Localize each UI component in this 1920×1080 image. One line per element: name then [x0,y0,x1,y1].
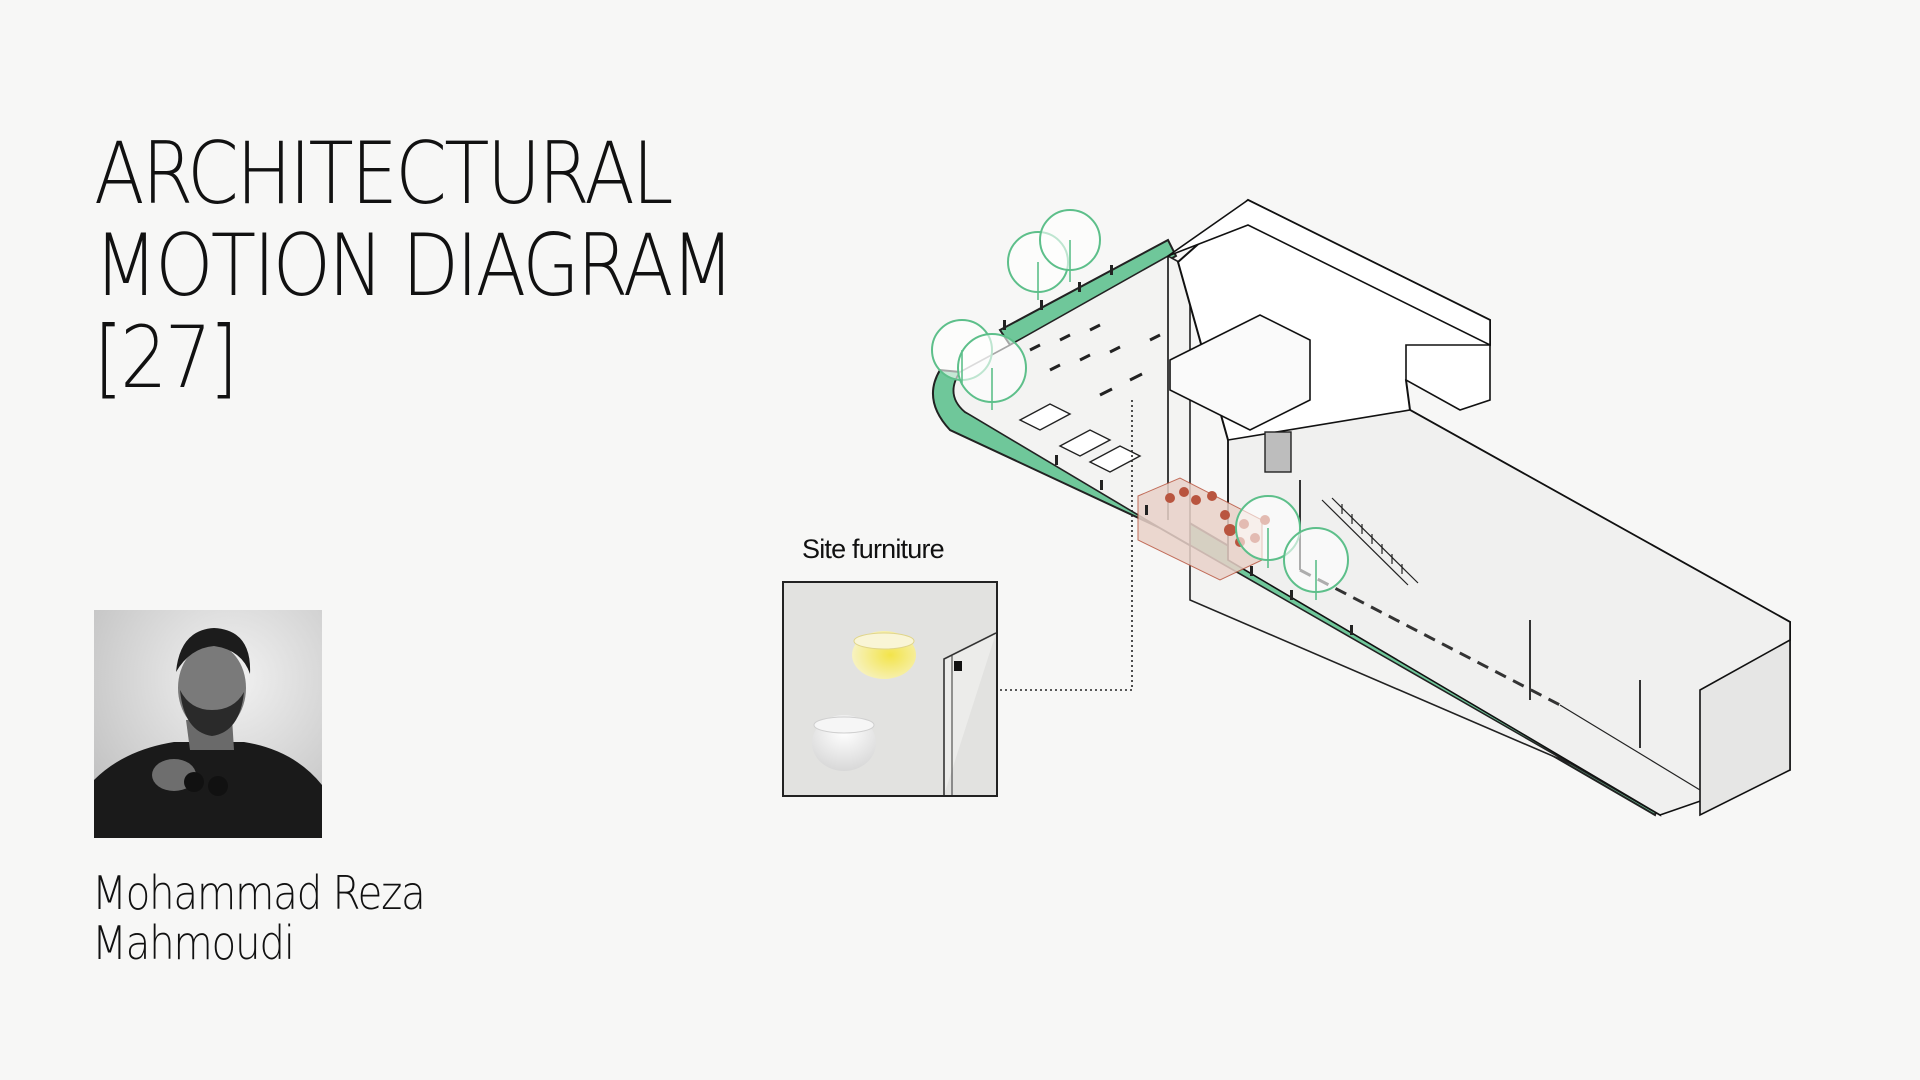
elevator-core [1264,431,1292,473]
building-wall-end [1699,638,1791,817]
upper-block [1167,199,1491,347]
author-photo [94,610,322,838]
car-icon [1058,429,1112,457]
step-block [1405,344,1491,411]
callout-leader [994,400,1133,691]
parking-marks [1029,323,1161,397]
bollards [1003,265,1353,635]
parked-cars [1018,403,1142,473]
staircase [1321,497,1419,586]
person-photo-icon [94,610,322,838]
car-icon [1088,445,1142,473]
title-line-1: ARCHITECTURAL [94,124,673,224]
inset-label: Site furniture [802,534,945,564]
site-furniture-inset [782,581,998,797]
canopy [1169,314,1311,431]
author-first-line: Mohammad Reza [92,866,426,920]
title-line-3: [27] [94,308,238,408]
title-line-2: MOTION DIAGRAM [94,216,735,316]
site-furniture-icon [784,583,996,795]
author-second-line: Mahmoudi [92,916,295,970]
page-title: ARCHITECTURAL MOTION DIAGRAM [27] [94,124,735,408]
author-name: Mohammad Reza Mahmoudi [92,866,426,970]
car-icon [1018,403,1072,431]
